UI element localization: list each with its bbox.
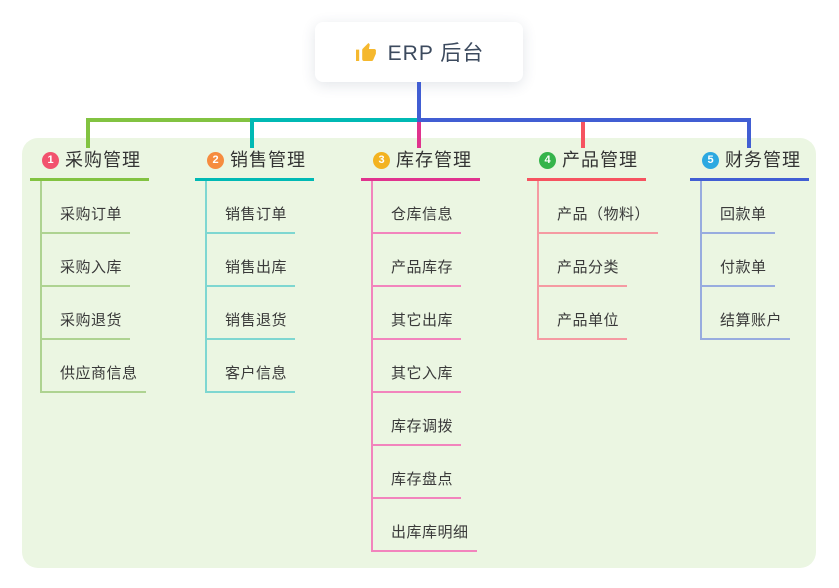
child-node[interactable]: 其它入库 xyxy=(373,340,462,393)
mindmap-panel xyxy=(22,138,816,568)
branch-children-sales-management: 销售订单销售出库销售退货客户信息 xyxy=(205,181,314,393)
child-node[interactable]: 库存调拨 xyxy=(373,393,462,446)
branch-drop-line-sales-management xyxy=(250,118,254,148)
branch-number-badge: 1 xyxy=(42,151,59,169)
child-node[interactable]: 销售订单 xyxy=(207,181,296,234)
child-node[interactable]: 付款单 xyxy=(702,234,775,287)
branch-number-badge: 5 xyxy=(702,151,719,169)
child-node[interactable]: 采购订单 xyxy=(42,181,131,234)
branch-label: 库存管理 xyxy=(396,150,472,170)
child-node[interactable]: 库存盘点 xyxy=(373,446,462,499)
branch-product-management: 4 产品管理产品（物料）产品分类产品单位 xyxy=(527,146,659,340)
branch-drop-line-purchase-management xyxy=(86,118,90,148)
root-stem-line xyxy=(417,82,421,122)
child-node[interactable]: 产品分类 xyxy=(539,234,628,287)
branch-finance-management: 5 财务管理回款单付款单结算账户 xyxy=(690,146,809,340)
child-node[interactable]: 销售出库 xyxy=(207,234,296,287)
top-bar-segment-finance-management xyxy=(417,118,751,122)
child-node[interactable]: 采购入库 xyxy=(42,234,131,287)
child-node[interactable]: 回款单 xyxy=(702,181,775,234)
branch-drop-line-finance-management xyxy=(747,118,751,148)
child-node[interactable]: 其它出库 xyxy=(373,287,462,340)
root-label: ERP 后台 xyxy=(387,42,485,65)
branch-label: 采购管理 xyxy=(65,150,141,170)
branch-number-badge: 2 xyxy=(207,151,224,169)
child-node[interactable]: 采购退货 xyxy=(42,287,131,340)
branch-children-inventory-management: 仓库信息产品库存其它出库其它入库库存调拨库存盘点出库库明细 xyxy=(371,181,480,552)
branch-sales-management: 2 销售管理销售订单销售出库销售退货客户信息 xyxy=(195,146,314,393)
branch-drop-line-inventory-management xyxy=(417,122,421,148)
branch-label: 销售管理 xyxy=(230,150,306,170)
branch-label: 产品管理 xyxy=(562,150,638,170)
child-node[interactable]: 产品（物料） xyxy=(539,181,659,234)
branch-number-badge: 4 xyxy=(539,151,556,169)
top-bar-segment-purchase-management xyxy=(86,118,254,122)
top-bar-segment-sales-management xyxy=(250,118,421,122)
branch-purchase-management: 1 采购管理采购订单采购入库采购退货供应商信息 xyxy=(30,146,149,393)
branch-inventory-management: 3 库存管理仓库信息产品库存其它出库其它入库库存调拨库存盘点出库库明细 xyxy=(361,146,480,552)
child-node[interactable]: 产品单位 xyxy=(539,287,628,340)
branch-node-inventory-management[interactable]: 3 库存管理 xyxy=(361,146,480,181)
branch-number-badge: 3 xyxy=(373,151,390,169)
branch-drop-line-product-management xyxy=(581,122,585,148)
branch-node-sales-management[interactable]: 2 销售管理 xyxy=(195,146,314,181)
branch-node-finance-management[interactable]: 5 财务管理 xyxy=(690,146,809,181)
child-node[interactable]: 供应商信息 xyxy=(42,340,146,393)
child-node[interactable]: 结算账户 xyxy=(702,287,791,340)
child-node[interactable]: 销售退货 xyxy=(207,287,296,340)
child-node[interactable]: 出库库明细 xyxy=(373,499,477,552)
child-node[interactable]: 产品库存 xyxy=(373,234,462,287)
branch-children-product-management: 产品（物料）产品分类产品单位 xyxy=(537,181,659,340)
branch-label: 财务管理 xyxy=(725,150,801,170)
branch-children-purchase-management: 采购订单采购入库采购退货供应商信息 xyxy=(40,181,149,393)
child-node[interactable]: 仓库信息 xyxy=(373,181,462,234)
child-node[interactable]: 客户信息 xyxy=(207,340,296,393)
branch-children-finance-management: 回款单付款单结算账户 xyxy=(700,181,809,340)
thumbs-up-icon xyxy=(354,40,378,64)
branch-node-purchase-management[interactable]: 1 采购管理 xyxy=(30,146,149,181)
branch-node-product-management[interactable]: 4 产品管理 xyxy=(527,146,646,181)
root-node[interactable]: ERP 后台 xyxy=(315,22,523,82)
